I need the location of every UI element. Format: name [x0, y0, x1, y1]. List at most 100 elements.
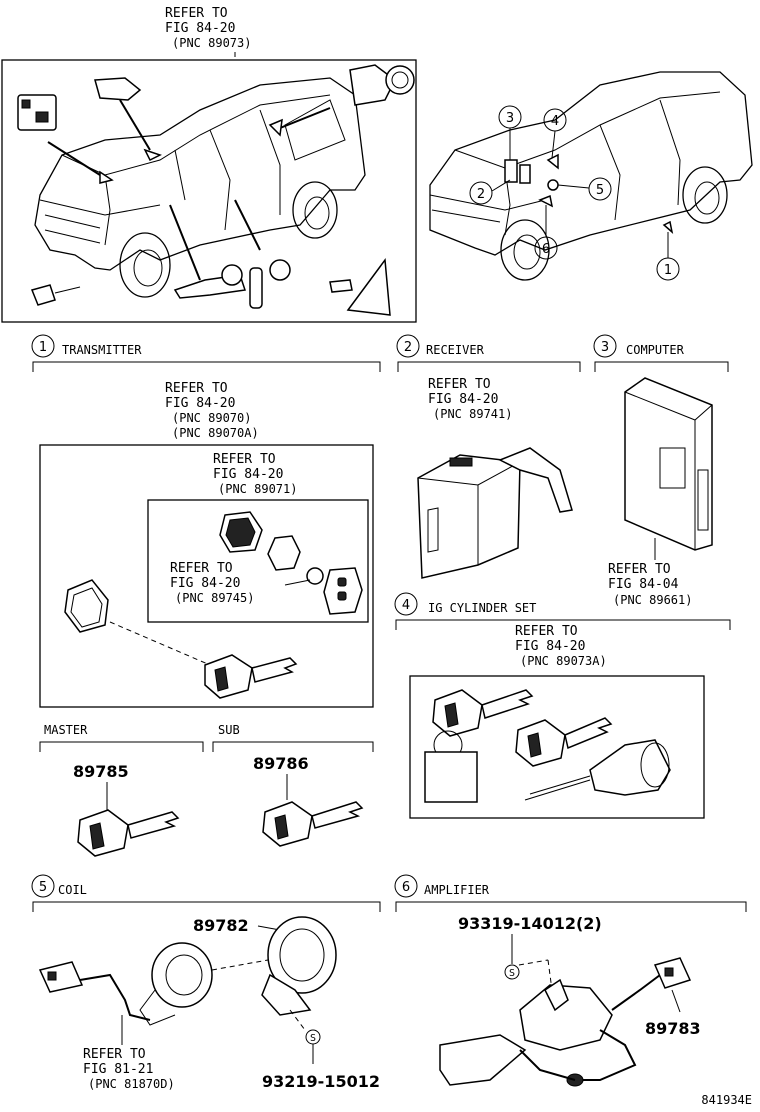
overview-reference: REFER TO FIG 84-20 (PNC 89073): [165, 6, 251, 50]
amplifier-bracket-icon: [439, 1034, 527, 1086]
transmitter-gasket-icon: [267, 535, 301, 571]
sub-key-icon: [262, 801, 313, 847]
overview-box: [1, 59, 417, 323]
amplifier-screw-part-number: 93319-14012(2): [458, 914, 602, 933]
section-coil: 5 COIL 89782 REFER TO FIG 81-21 (PNC 818…: [31, 874, 381, 1091]
coil-pnc: (PNC 81870D): [88, 1077, 175, 1091]
section-ig-cylinder: 4 IG CYLINDER SET REFER TO FIG 84-20 (PN…: [394, 592, 731, 819]
ig-cylinder-number: 4: [402, 598, 410, 613]
computer-pnc: (PNC 89661): [613, 593, 692, 607]
callout-3-marker: [498, 105, 522, 129]
ig-cylinder-fig: FIG 84-20: [515, 639, 585, 654]
ig-cylinder-title: IG CYLINDER SET: [428, 601, 536, 615]
callout-1-label: 1: [664, 263, 672, 278]
ig-cylinder-refer-to: REFER TO: [515, 624, 578, 639]
transmitter-title: TRANSMITTER: [62, 343, 142, 357]
callout-2-marker: [469, 181, 493, 205]
transmitter-key-head-icon: [204, 654, 253, 699]
callout-5-marker: [588, 177, 612, 201]
coil-number: 5: [39, 880, 47, 895]
amplifier-screw-symbol: S: [509, 968, 515, 979]
receiver-pnc: (PNC 89741): [433, 407, 512, 421]
computer-number: 3: [601, 340, 609, 355]
transmitter-number-marker: [31, 334, 55, 358]
callout-markers: 3 4 2 5 6 1: [469, 105, 680, 281]
vehicle-overview-left: [34, 77, 366, 298]
computer-title: COMPUTER: [626, 343, 685, 357]
section-computer: 3 COMPUTER REFER TO FIG 84-04 (PNC 89661…: [593, 334, 729, 607]
vehicle-overview-right: [429, 71, 753, 281]
sub-label: SUB: [218, 723, 240, 737]
receiver-number-marker: [396, 334, 420, 358]
coil-number-marker: [31, 874, 55, 898]
transmitter-outer-fig: FIG 84-20: [165, 396, 235, 411]
transmitter-outer-box: [39, 444, 374, 708]
callout-4-marker: [543, 108, 567, 132]
amplifier-number: 6: [402, 880, 410, 895]
illustration-id: 841934E: [701, 1093, 752, 1107]
transmitter-inner-box: [147, 499, 369, 623]
callout-6-label: 6: [542, 242, 550, 257]
amplifier-number-marker: [394, 874, 418, 898]
overview-pnc: (PNC 89073): [172, 36, 251, 50]
amplifier-part-number: 89783: [645, 1019, 701, 1038]
transmitter-inner-refer-to: REFER TO: [170, 561, 233, 576]
computer-fig: FIG 84-04: [608, 577, 679, 592]
ig-cylinder-pnc: (PNC 89073A): [520, 654, 607, 668]
receiver-number: 2: [404, 340, 412, 355]
transmitter-inner-fig: FIG 84-20: [170, 576, 240, 591]
receiver-bracket-icon: [498, 447, 573, 513]
transmitter-outer-pnc1: (PNC 89070): [172, 411, 251, 425]
sub-part-number: 89786: [253, 754, 309, 773]
transmitter-mid-pnc: (PNC 89071): [218, 482, 297, 496]
computer-unit-icon: [624, 377, 713, 551]
transmitter-inner-pnc: (PNC 89745): [175, 591, 254, 605]
callout-3-label: 3: [506, 111, 514, 126]
receiver-fig: FIG 84-20: [428, 392, 498, 407]
overview-components: [17, 64, 415, 316]
coil-screw-symbol: S: [310, 1033, 316, 1044]
amplifier-screw-icon: [504, 964, 520, 980]
coil-screw-part-number: 93219-15012: [262, 1072, 380, 1091]
ig-cylinder-box: [409, 675, 705, 819]
overview-refer-to: REFER TO: [165, 6, 228, 21]
coil-refer-to: REFER TO: [83, 1047, 146, 1062]
transmitter-number: 1: [39, 340, 47, 355]
callout-5-label: 5: [596, 183, 604, 198]
receiver-unit-icon: [417, 454, 521, 579]
section-amplifier: 6 AMPLIFIER 93319-14012(2) S 89783: [394, 874, 747, 1087]
receiver-refer-to: REFER TO: [428, 377, 491, 392]
ig-cylinder-number-marker: [394, 592, 418, 616]
transmitter-outer-pnc2: (PNC 89070A): [172, 426, 259, 440]
computer-refer-to: REFER TO: [608, 562, 671, 577]
ig-sub-key-icon: [515, 719, 566, 767]
transmitter-mid-fig: FIG 84-20: [213, 467, 283, 482]
coil-fig: FIG 81-21: [83, 1062, 153, 1077]
computer-number-marker: [593, 334, 617, 358]
coil-part-number: 89782: [193, 916, 249, 935]
coil-assembly-icon: [151, 942, 213, 1008]
amplifier-title: AMPLIFIER: [424, 883, 490, 897]
section-receiver: 2 RECEIVER REFER TO FIG 84-20 (PNC 89741…: [396, 334, 581, 579]
callout-2-label: 2: [477, 187, 485, 202]
transmitter-button-pad-icon: [323, 567, 363, 615]
coil-title: COIL: [58, 883, 87, 897]
callout-4-label: 4: [551, 114, 559, 129]
section-transmitter: 1 TRANSMITTER REFER TO FIG 84-20 (PNC 89…: [31, 334, 381, 857]
master-key-icon: [77, 809, 129, 857]
overview-fig: FIG 84-20: [165, 21, 235, 36]
callout-1-marker: [656, 257, 680, 281]
ig-master-key-icon: [432, 689, 483, 737]
coil-connector-icon: [38, 961, 84, 993]
receiver-title: RECEIVER: [426, 343, 485, 357]
callout-6-marker: [534, 236, 558, 260]
master-label: MASTER: [44, 723, 88, 737]
master-part-number: 89785: [73, 762, 129, 781]
ig-cylinder-icon: [589, 739, 671, 796]
ig-key-tag-icon: [424, 751, 478, 803]
coil-ring-icon: [267, 916, 337, 994]
transmitter-battery-icon: [306, 567, 324, 585]
transmitter-mid-refer-to: REFER TO: [213, 452, 276, 467]
transmitter-outer-refer-to: REFER TO: [165, 381, 228, 396]
